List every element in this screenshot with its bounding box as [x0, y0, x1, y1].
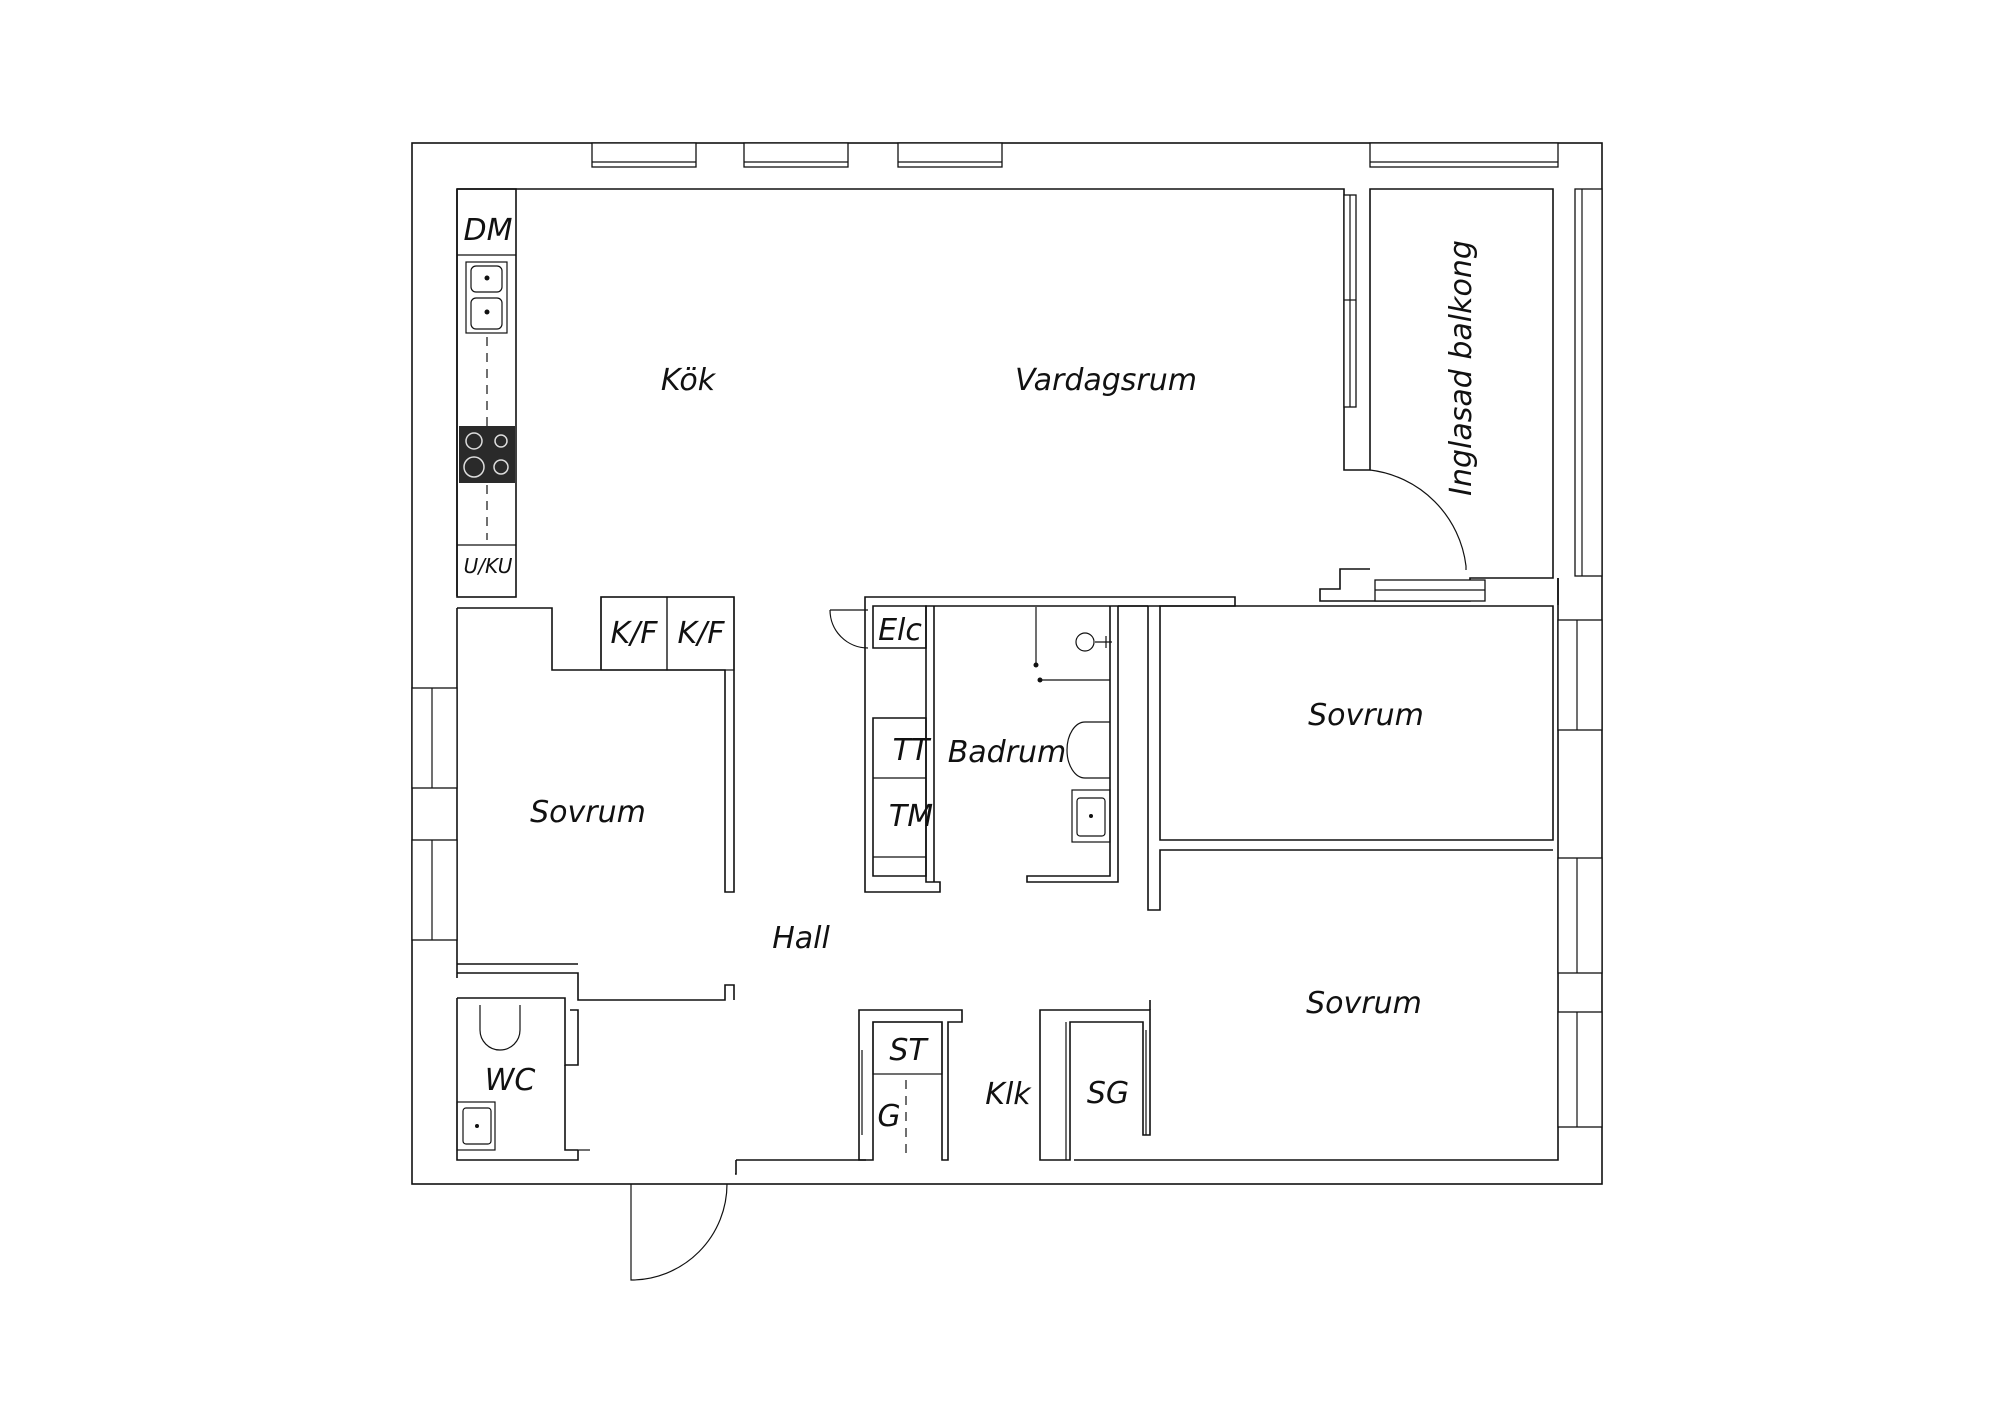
windows: [411, 142, 1603, 1128]
room-label-wc: WC: [485, 1063, 536, 1098]
kitchen-fixtures: [457, 254, 735, 671]
room-labels: Kök Vardagsrum Inglasad balkong Sovrum S…: [485, 240, 1479, 1112]
entrance-door: [630, 1183, 728, 1281]
room-label-hall: Hall: [772, 921, 830, 956]
wc-fixtures: [456, 1005, 521, 1151]
room-label-bathroom: Badrum: [948, 735, 1067, 770]
label-washer: TM: [889, 799, 933, 834]
room-label-bedroom-right-bottom: Sovrum: [1306, 986, 1422, 1021]
interior-walls: [456, 188, 1554, 1161]
label-fridge-2: K/F: [677, 616, 725, 651]
room-label-living: Vardagsrum: [1015, 363, 1197, 398]
window-left-2: [411, 839, 458, 941]
label-oven: U/KU: [464, 554, 513, 578]
room-label-closet: Klk: [985, 1077, 1032, 1112]
bath-toilet: [1066, 721, 1110, 779]
label-fridge-1: K/F: [610, 616, 658, 651]
window-top-1: [591, 142, 697, 168]
sink: [465, 261, 508, 334]
window-right-2: [1557, 857, 1603, 974]
label-wardrobe-sg: SG: [1087, 1076, 1129, 1111]
room-label-kitchen: Kök: [661, 363, 717, 398]
label-electrical: Elc: [878, 613, 922, 648]
bath-sink: [1071, 789, 1111, 843]
window-balcony-top: [1369, 142, 1559, 168]
electrical-door: [829, 609, 869, 649]
wc-toilet: [479, 1005, 521, 1051]
room-label-bedroom-left: Sovrum: [530, 795, 646, 830]
wc-sink: [456, 1101, 496, 1151]
window-right-1: [1557, 619, 1603, 731]
wardrobe-fixtures: [861, 1021, 1147, 1160]
window-top-3: [897, 142, 1003, 168]
window-top-2: [743, 142, 849, 168]
room-label-balcony: Inglasad balkong: [1444, 240, 1479, 496]
doors: [630, 469, 1467, 1281]
storage-box: [872, 1021, 943, 1075]
room-label-bedroom-right-top: Sovrum: [1308, 698, 1424, 733]
fixture-labels: DM U/KU K/F K/F Elc TT TM ST G SG: [464, 213, 1130, 1134]
label-wardrobe-g: G: [877, 1099, 900, 1134]
label-dryer: TT: [893, 733, 932, 768]
kitchen-counter: [456, 188, 517, 598]
outer-walls: [411, 142, 1603, 1185]
window-left-1: [411, 687, 458, 789]
label-storage: ST: [889, 1033, 929, 1068]
balcony-door: [1369, 469, 1467, 570]
shower-head: [1075, 632, 1095, 652]
bath-fixtures: [1033, 607, 1112, 843]
label-dishwasher: DM: [464, 213, 513, 248]
window-right-3: [1557, 1011, 1603, 1128]
window-balcony-right: [1574, 188, 1603, 577]
